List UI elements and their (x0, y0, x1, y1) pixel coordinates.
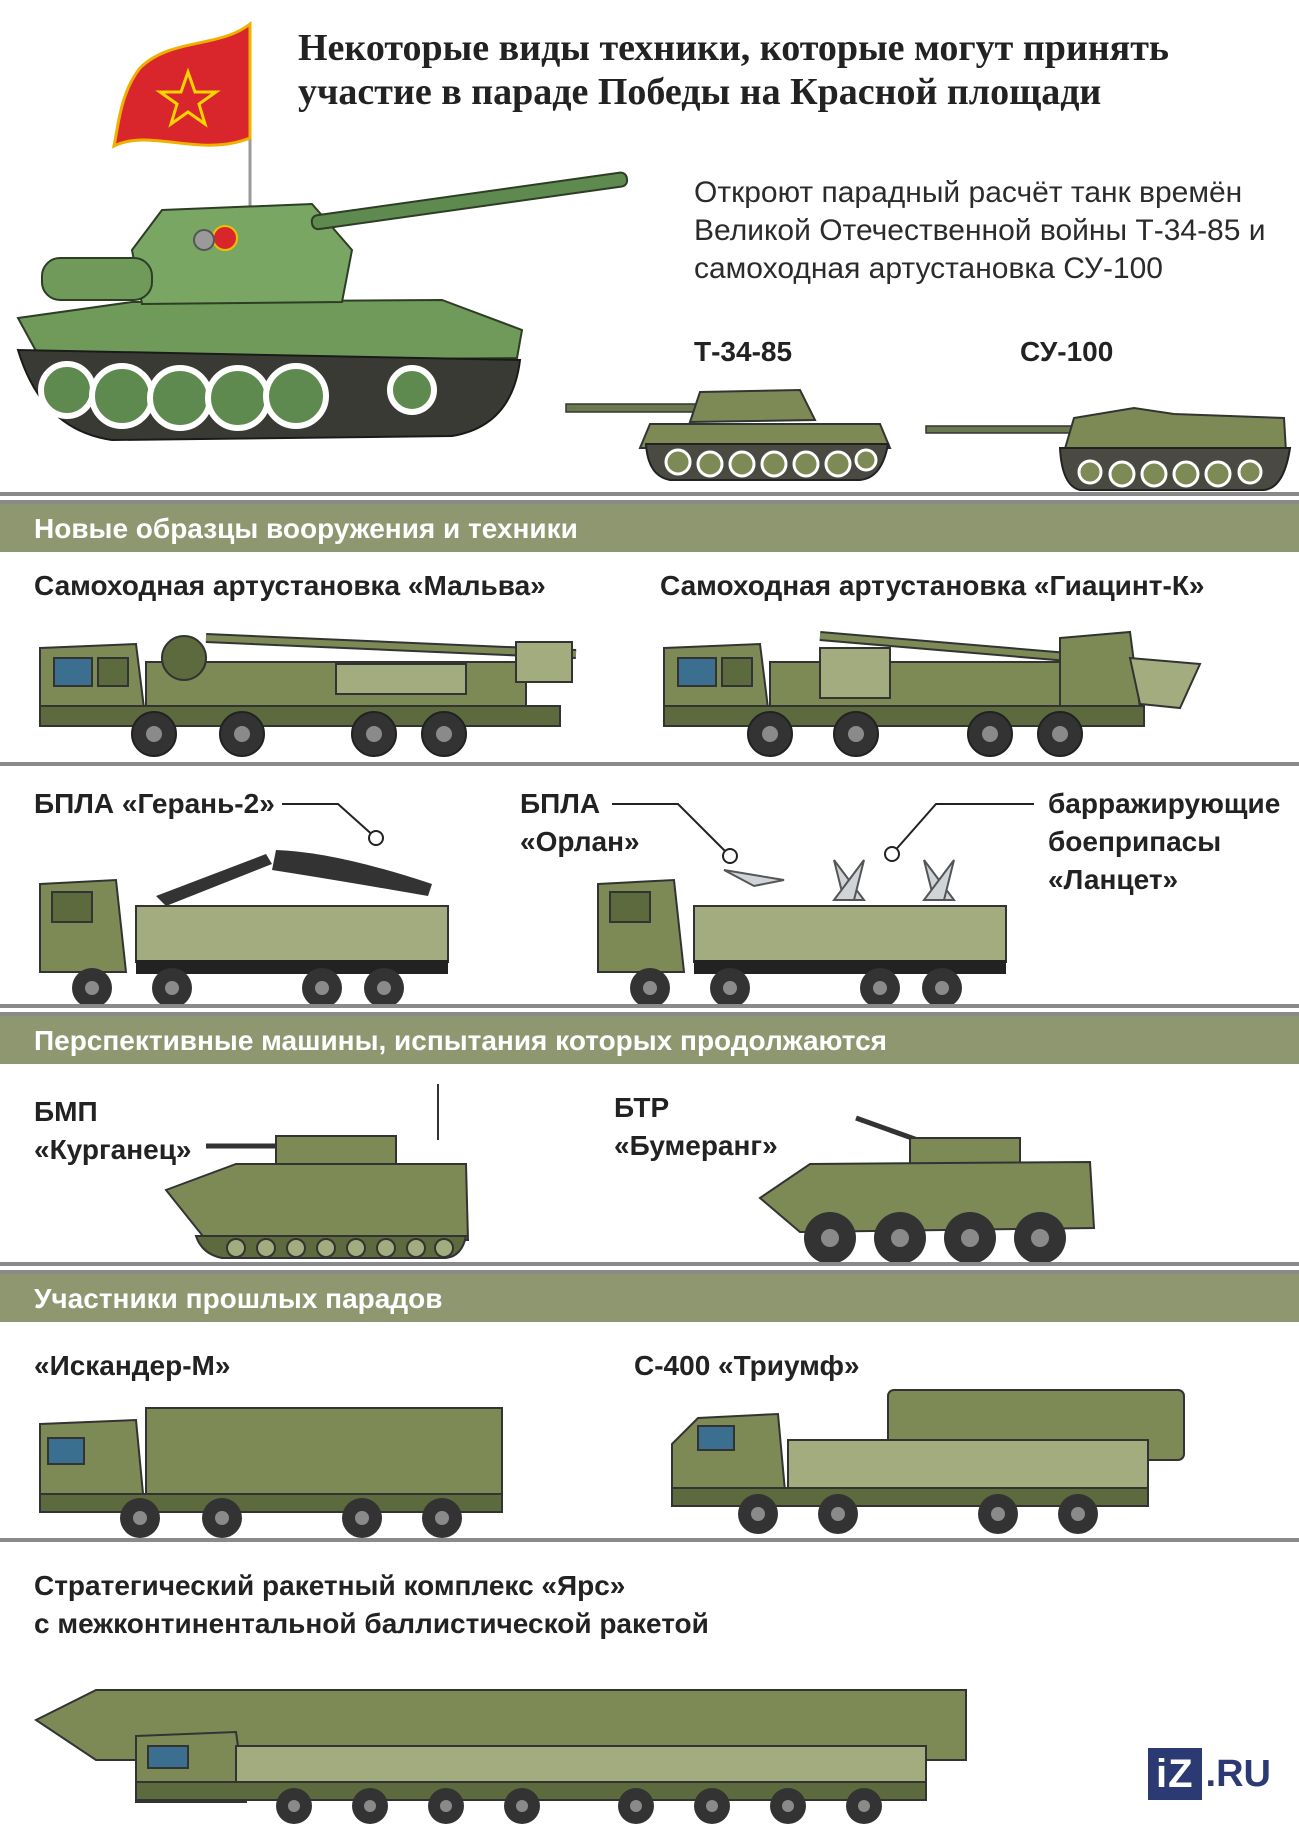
s400-label: С-400 «Триумф» (634, 1350, 860, 1381)
divider (0, 492, 1299, 496)
iskander-label: «Искандер-М» (34, 1350, 231, 1381)
kurganets-ifv-illustration (164, 1084, 470, 1259)
iz-ru-logo: iZ .RU (1148, 1744, 1271, 1804)
section-header-perspective: Перспективные машины, испытания которых … (0, 1012, 1299, 1064)
iskander-launcher-illustration (39, 1407, 503, 1538)
giatsint-label: Самоходная артустановка «Гиацинт-К» (660, 570, 1205, 601)
divider (0, 1262, 1299, 1266)
yars-label-line2: с межконтинентальной баллистической раке… (34, 1608, 709, 1639)
callout-lines (282, 803, 1034, 864)
section-title: Участники прошлых парадов (34, 1283, 443, 1314)
bumerang-label-line2: «Бумеранг» (614, 1130, 778, 1161)
geran-truck-illustration (39, 850, 449, 1008)
lancet-label-line2: боеприпасы (1048, 826, 1222, 857)
page-title: Некоторые виды техники, которые могут пр… (298, 27, 1169, 113)
logo-suffix: .RU (1205, 1752, 1271, 1795)
malva-label: Самоходная артустановка «Мальва» (34, 570, 546, 601)
intro-text: Откроют парадный расчёт танк времён Вели… (694, 176, 1266, 285)
divider (0, 1538, 1299, 1542)
logo-mark: iZ (1148, 1748, 1202, 1800)
red-flag-icon (111, 20, 252, 206)
lancet-label-line3: «Ланцет» (1048, 864, 1179, 895)
s400-launcher-illustration (671, 1389, 1185, 1534)
t34-label: Т-34-85 (694, 336, 793, 367)
kurganets-label-line2: «Курганец» (34, 1134, 192, 1165)
section-header-new-weapons: Новые образцы вооружения и техники (0, 500, 1299, 552)
geran-label: БПЛА «Герань-2» (34, 788, 275, 819)
su100-label: СУ-100 (1020, 336, 1114, 367)
orlan-label-line1: БПЛА (520, 788, 601, 819)
orlan-label-line2: «Орлан» (520, 826, 640, 857)
bumerang-label-line1: БТР (614, 1092, 670, 1123)
orlan-lancet-truck-illustration (597, 859, 1007, 1008)
yars-icbm-launcher-illustration (34, 1689, 967, 1824)
t34-tank-large-illustration (16, 171, 629, 442)
section-title: Перспективные машины, испытания которых … (34, 1025, 887, 1056)
kurganets-label-line1: БМП (34, 1096, 98, 1127)
section-title: Новые образцы вооружения и техники (34, 513, 578, 544)
giatsint-howitzer-illustration (663, 630, 1202, 757)
malva-howitzer-illustration (39, 633, 577, 757)
t34-85-illustration (565, 388, 892, 481)
su100-illustration (925, 406, 1292, 491)
divider (0, 1004, 1299, 1008)
lancet-label-line1: барражирующие (1048, 788, 1281, 819)
bumerang-apc-illustration (758, 1115, 1096, 1264)
yars-label-line1: Стратегический ракетный комплекс «Ярс» (34, 1570, 626, 1601)
divider (0, 762, 1299, 766)
section-header-past-parades: Участники прошлых парадов (0, 1270, 1299, 1322)
